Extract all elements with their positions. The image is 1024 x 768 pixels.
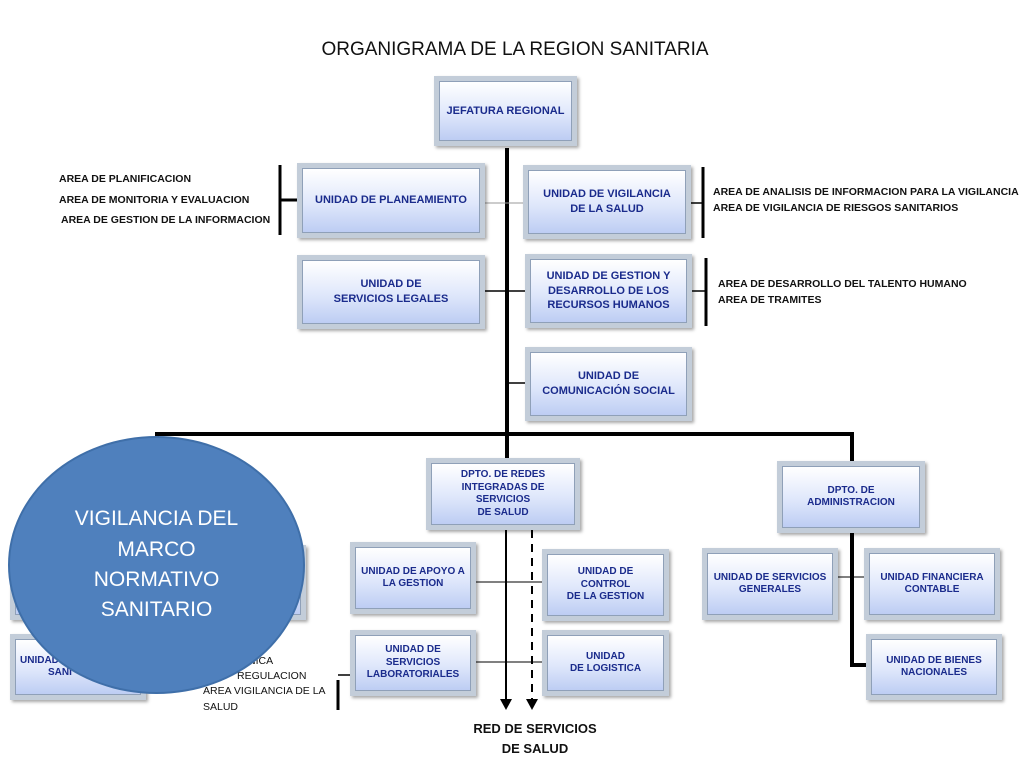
box-unidad-vigilancia-salud: UNIDAD DE VIGILANCIA DE LA SALUD: [523, 165, 691, 239]
box-unidad-comunicacion-social: UNIDAD DE COMUNICACIÓN SOCIAL: [525, 347, 692, 421]
box-unidad-recursos-humanos: UNIDAD DE GESTION Y DESARROLLO DE LOS RE…: [525, 254, 692, 328]
note-area-tramites: AREA DE TRAMITES: [718, 294, 822, 306]
red-servicios-label: RED DE SERVICIOS DE SALUD: [473, 721, 597, 756]
box-unidad-bienes-nacionales: UNIDAD DE BIENES NACIONALES: [866, 634, 1002, 700]
box-dpto-administracion: DPTO. DE ADMINISTRACION: [777, 461, 925, 533]
box-unidad-logistica: UNIDAD DE LOGISTICA: [542, 630, 669, 696]
note-regulacion: REGULACION: [237, 670, 307, 682]
box-unidad-servicios-generales: UNIDAD DE SERVICIOS GENERALES: [702, 548, 838, 620]
note-area-planificacion: AREA DE PLANIFICACION: [59, 173, 192, 185]
chart-title: ORGANIGRAMA DE LA REGION SANITARIA: [321, 39, 709, 60]
box-unidad-servicios-legales: UNIDAD DE SERVICIOS LEGALES: [297, 255, 485, 329]
box-unidad-planeamiento: UNIDAD DE PLANEAMIENTO: [297, 163, 485, 238]
box-unidad-apoyo-gestion: UNIDAD DE APOYO A LA GESTION: [350, 542, 476, 614]
box-unidad-control-gestion: UNIDAD DE CONTROL DE LA GESTION: [542, 549, 669, 621]
note-area-analisis-informacion: AREA DE ANALISIS DE INFORMACION PARA LA …: [713, 186, 1019, 198]
note-area-talento-humano: AREA DE DESARROLLO DEL TALENTO HUMANO: [718, 278, 967, 290]
note-area-vigilancia-riesgos: AREA DE VIGILANCIA DE RIESGOS SANITARIOS: [713, 202, 959, 214]
box-unidad-financiera-contable: UNIDAD FINANCIERA CONTABLE: [864, 548, 1000, 620]
box-jefatura-regional: JEFATURA REGIONAL: [434, 76, 577, 146]
box-dpto-redes: DPTO. DE REDES INTEGRADAS DE SERVICIOS D…: [426, 458, 580, 530]
box-unidad-servicios-laboratoriales: UNIDAD DE SERVICIOS LABORATORIALES: [350, 630, 476, 696]
oval-vigilancia-marco-normativo: VIGILANCIA DEL MARCO NORMATIVO SANITARIO: [8, 436, 305, 694]
note-area-vigilancia-salud: AREA VIGILANCIA DE LA: [203, 685, 326, 697]
note-area-gestion-informacion: AREA DE GESTION DE LA INFORMACION: [61, 214, 271, 226]
note-salud: SALUD: [203, 701, 239, 713]
note-area-monitoria: AREA DE MONITORIA Y EVALUACION: [59, 194, 250, 206]
